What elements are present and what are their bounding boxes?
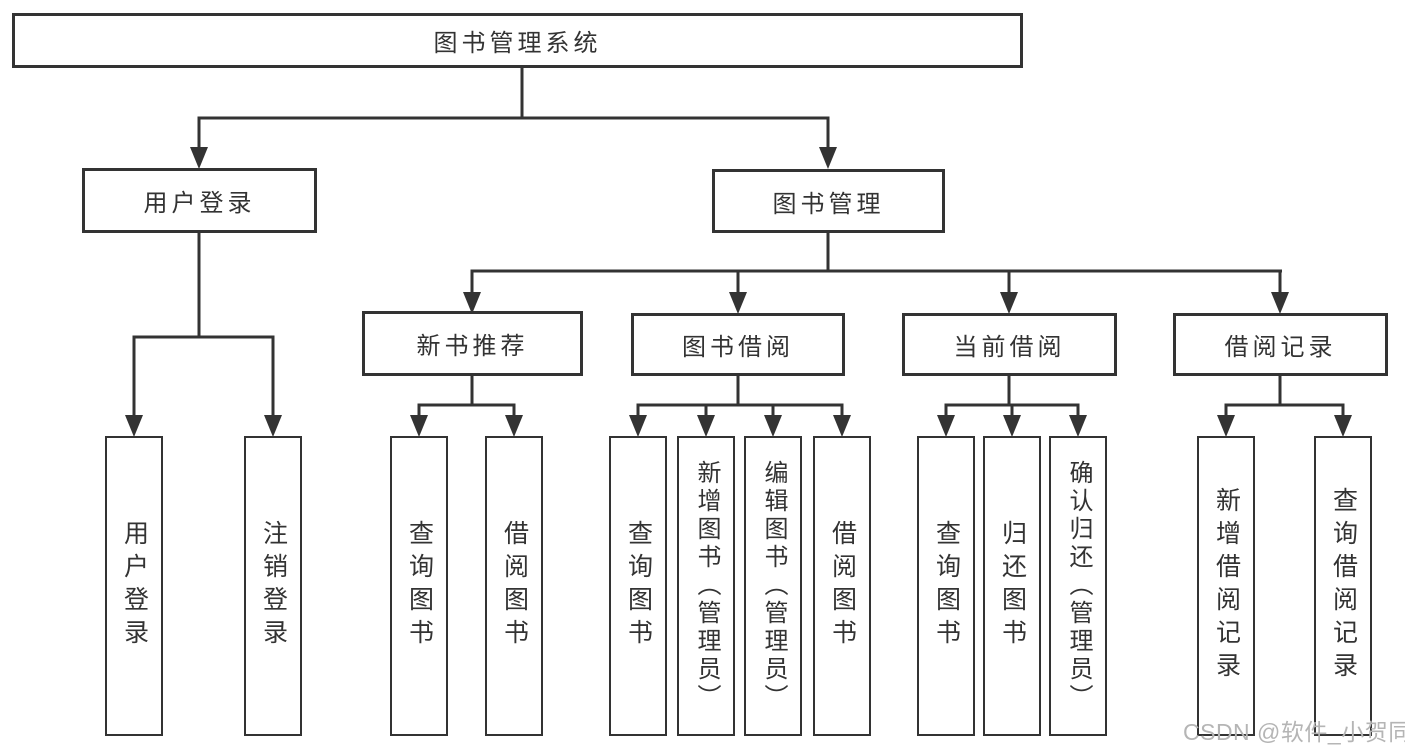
leaf-label: 查询图书	[932, 520, 961, 652]
leaf-label: 用户登录	[120, 520, 149, 652]
connector-new-book-children	[410, 375, 523, 437]
connector-root-to-level2	[190, 66, 837, 169]
node-leaf-add-books-admin: 新增图书（管理员）	[677, 436, 735, 736]
connector-book-mgmt-children	[463, 232, 1289, 314]
connector-book-borrow-children	[629, 375, 851, 437]
leaf-label: 借阅图书	[500, 520, 529, 652]
node-book-management: 图书管理	[712, 169, 945, 233]
leaf-label: 查询借阅记录	[1329, 487, 1358, 685]
leaf-label: 确认归还（管理员）	[1065, 460, 1092, 712]
node-leaf-borrow-books-1: 借阅图书	[485, 436, 543, 736]
node-book-borrow: 图书借阅	[631, 313, 845, 376]
node-leaf-query-books-1: 查询图书	[390, 436, 448, 736]
node-leaf-user-login: 用户登录	[105, 436, 163, 736]
node-leaf-query-borrow-record: 查询借阅记录	[1314, 436, 1372, 736]
node-borrow-record: 借阅记录	[1173, 313, 1388, 376]
node-leaf-logout: 注销登录	[244, 436, 302, 736]
connector-borrow-record-children	[1217, 375, 1352, 437]
node-leaf-query-books-3: 查询图书	[917, 436, 975, 736]
node-root-library-system: 图书管理系统	[12, 13, 1023, 68]
connector-user-login-children	[125, 232, 282, 437]
leaf-label: 借阅图书	[828, 520, 857, 652]
node-new-book-recommend: 新书推荐	[362, 311, 583, 376]
csdn-watermark: CSDN @软件_小贺同学	[1183, 719, 1405, 745]
node-current-borrow: 当前借阅	[902, 313, 1117, 376]
leaf-label: 注销登录	[259, 520, 288, 652]
node-leaf-return-books: 归还图书	[983, 436, 1041, 736]
node-leaf-add-borrow-record: 新增借阅记录	[1197, 436, 1255, 736]
leaf-label: 查询图书	[405, 520, 434, 652]
node-user-login: 用户登录	[82, 168, 317, 233]
node-leaf-confirm-return-admin: 确认归还（管理员）	[1049, 436, 1107, 736]
node-leaf-borrow-books-2: 借阅图书	[813, 436, 871, 736]
leaf-label: 新增借阅记录	[1212, 487, 1241, 685]
node-leaf-query-books-2: 查询图书	[609, 436, 667, 736]
leaf-label: 归还图书	[998, 520, 1027, 652]
node-leaf-edit-books-admin: 编辑图书（管理员）	[744, 436, 802, 736]
leaf-label: 编辑图书（管理员）	[760, 460, 787, 712]
leaf-label: 新增图书（管理员）	[693, 460, 720, 712]
connector-current-borrow-children	[937, 375, 1087, 437]
leaf-label: 查询图书	[624, 520, 653, 652]
